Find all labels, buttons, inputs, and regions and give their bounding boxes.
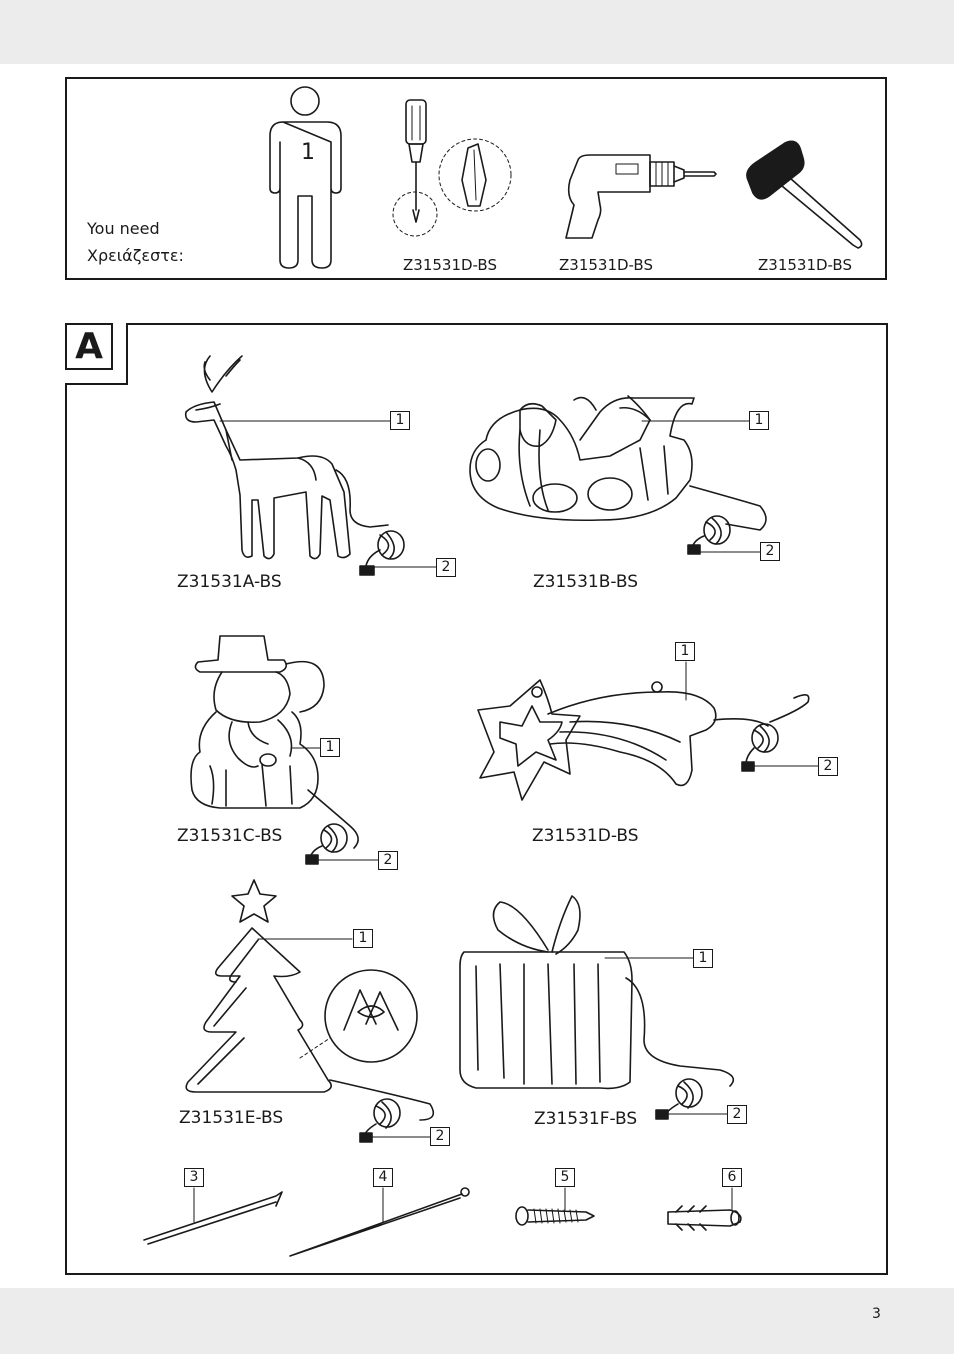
callout-d-2: 2 (818, 757, 838, 776)
drill-code: Z31531D-BS (559, 256, 653, 274)
model-code-b: Z31531B-BS (533, 572, 639, 592)
screwdriver-code: Z31531D-BS (403, 256, 497, 274)
you-need-label: You need (87, 219, 160, 238)
callout-e-2: 2 (430, 1127, 450, 1146)
callout-part-5: 5 (555, 1168, 575, 1187)
tools-panel (65, 77, 887, 280)
model-code-a: Z31531A-BS (177, 572, 282, 592)
model-code-e: Z31531E-BS (179, 1108, 284, 1128)
hammer-code: Z31531D-BS (758, 256, 852, 274)
model-code-f: Z31531F-BS (534, 1109, 638, 1129)
callout-a-2: 2 (436, 558, 456, 577)
callout-d-1: 1 (675, 642, 695, 661)
callout-c-2: 2 (378, 851, 398, 870)
callout-b-2: 2 (760, 542, 780, 561)
footer-band (0, 1288, 954, 1354)
callout-f-1: 1 (693, 949, 713, 968)
callout-c-1: 1 (320, 738, 340, 757)
section-tab (65, 323, 128, 385)
callout-f-2: 2 (727, 1105, 747, 1124)
callout-e-1: 1 (353, 929, 373, 948)
model-code-d: Z31531D-BS (532, 826, 639, 846)
model-code-c: Z31531C-BS (177, 826, 283, 846)
callout-b-1: 1 (749, 411, 769, 430)
header-band (0, 0, 954, 64)
callout-part-3: 3 (184, 1168, 204, 1187)
callout-part-4: 4 (373, 1168, 393, 1187)
you-need-greek-label: Χρειάζεστε: (87, 246, 184, 265)
section-a-panel (65, 323, 888, 1275)
person-count: 1 (301, 140, 315, 165)
callout-a-1: 1 (390, 411, 410, 430)
page-number: 3 (872, 1306, 881, 1322)
section-letter: A (65, 323, 113, 370)
callout-part-6: 6 (722, 1168, 742, 1187)
